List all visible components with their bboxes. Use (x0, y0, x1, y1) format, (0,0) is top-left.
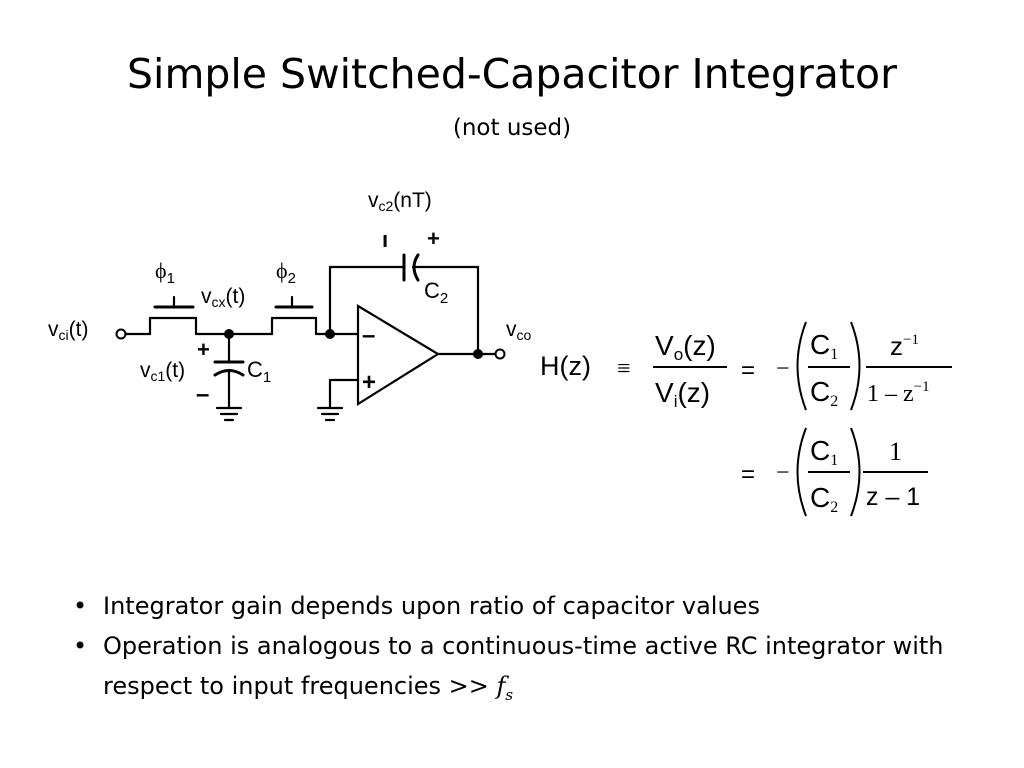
label-vco: vco (506, 318, 532, 343)
eq-minus-1: − (776, 356, 790, 382)
circuit-and-equation: vc2(nT) ı + C2 ϕ1 ϕ2 vcx(t) vci(t) + vc1… (48, 189, 952, 517)
label-c2-minus: ı (382, 227, 388, 252)
eq-paren-right-2 (850, 427, 861, 517)
bullet-list: Integrator gain depends upon ratio of ca… (73, 586, 993, 715)
label-vc2: vc2(nT) (368, 189, 432, 214)
eq-equals-2: = (741, 461, 755, 488)
eq-lhs: H(z) (540, 351, 591, 381)
eq-r2-denominator: z – 1 (866, 483, 920, 511)
eq-equals-1: = (741, 357, 755, 384)
label-c2-plus: + (427, 226, 440, 251)
label-phi1: ϕ1 (155, 258, 175, 287)
eq-c1-1: C1 (810, 329, 838, 363)
label-phi2: ϕ2 (276, 258, 296, 287)
eq-paren-left-2 (796, 427, 807, 517)
eq-r1-numerator: z−1 (890, 331, 919, 361)
bullet-item: Operation is analogous to a continuous-t… (73, 626, 993, 715)
fs-symbol: fs (496, 672, 514, 704)
opamp-minus-sign: – (362, 322, 375, 349)
circuit-nodes (115, 328, 506, 360)
eq-c2-2: C2 (810, 482, 838, 516)
label-c1-plus: + (197, 337, 210, 362)
bullet-item: Integrator gain depends upon ratio of ca… (73, 586, 993, 626)
label-vc1: vc1(t) (140, 359, 185, 384)
eq-c1-2: C1 (810, 435, 838, 469)
circuit-wires (124, 253, 498, 422)
eq-denominator-vi: Vi(z) (655, 377, 710, 411)
label-c1: C1 (247, 357, 271, 386)
eq-paren-right-1 (850, 321, 861, 411)
opamp-plus-sign: + (362, 369, 376, 396)
label-vcx: vcx(t) (201, 285, 245, 310)
eq-minus-2: − (776, 460, 790, 486)
label-vci: vci(t) (48, 318, 88, 343)
eq-r2-numerator: 1 (889, 437, 902, 466)
eq-r1-denominator: 1 – z−1 (867, 379, 930, 407)
eq-paren-left-1 (796, 321, 807, 411)
slide-subtitle: (not used) (452, 115, 572, 141)
eq-numerator-vo: Vo(z) (655, 330, 716, 364)
eq-equiv: ≡ (617, 356, 631, 382)
eq-c2-1: C2 (810, 376, 838, 410)
label-c1-minus: – (196, 381, 209, 408)
slide-title: Simple Switched-Capacitor Integrator (127, 50, 897, 98)
label-c2: C2 (424, 278, 448, 307)
